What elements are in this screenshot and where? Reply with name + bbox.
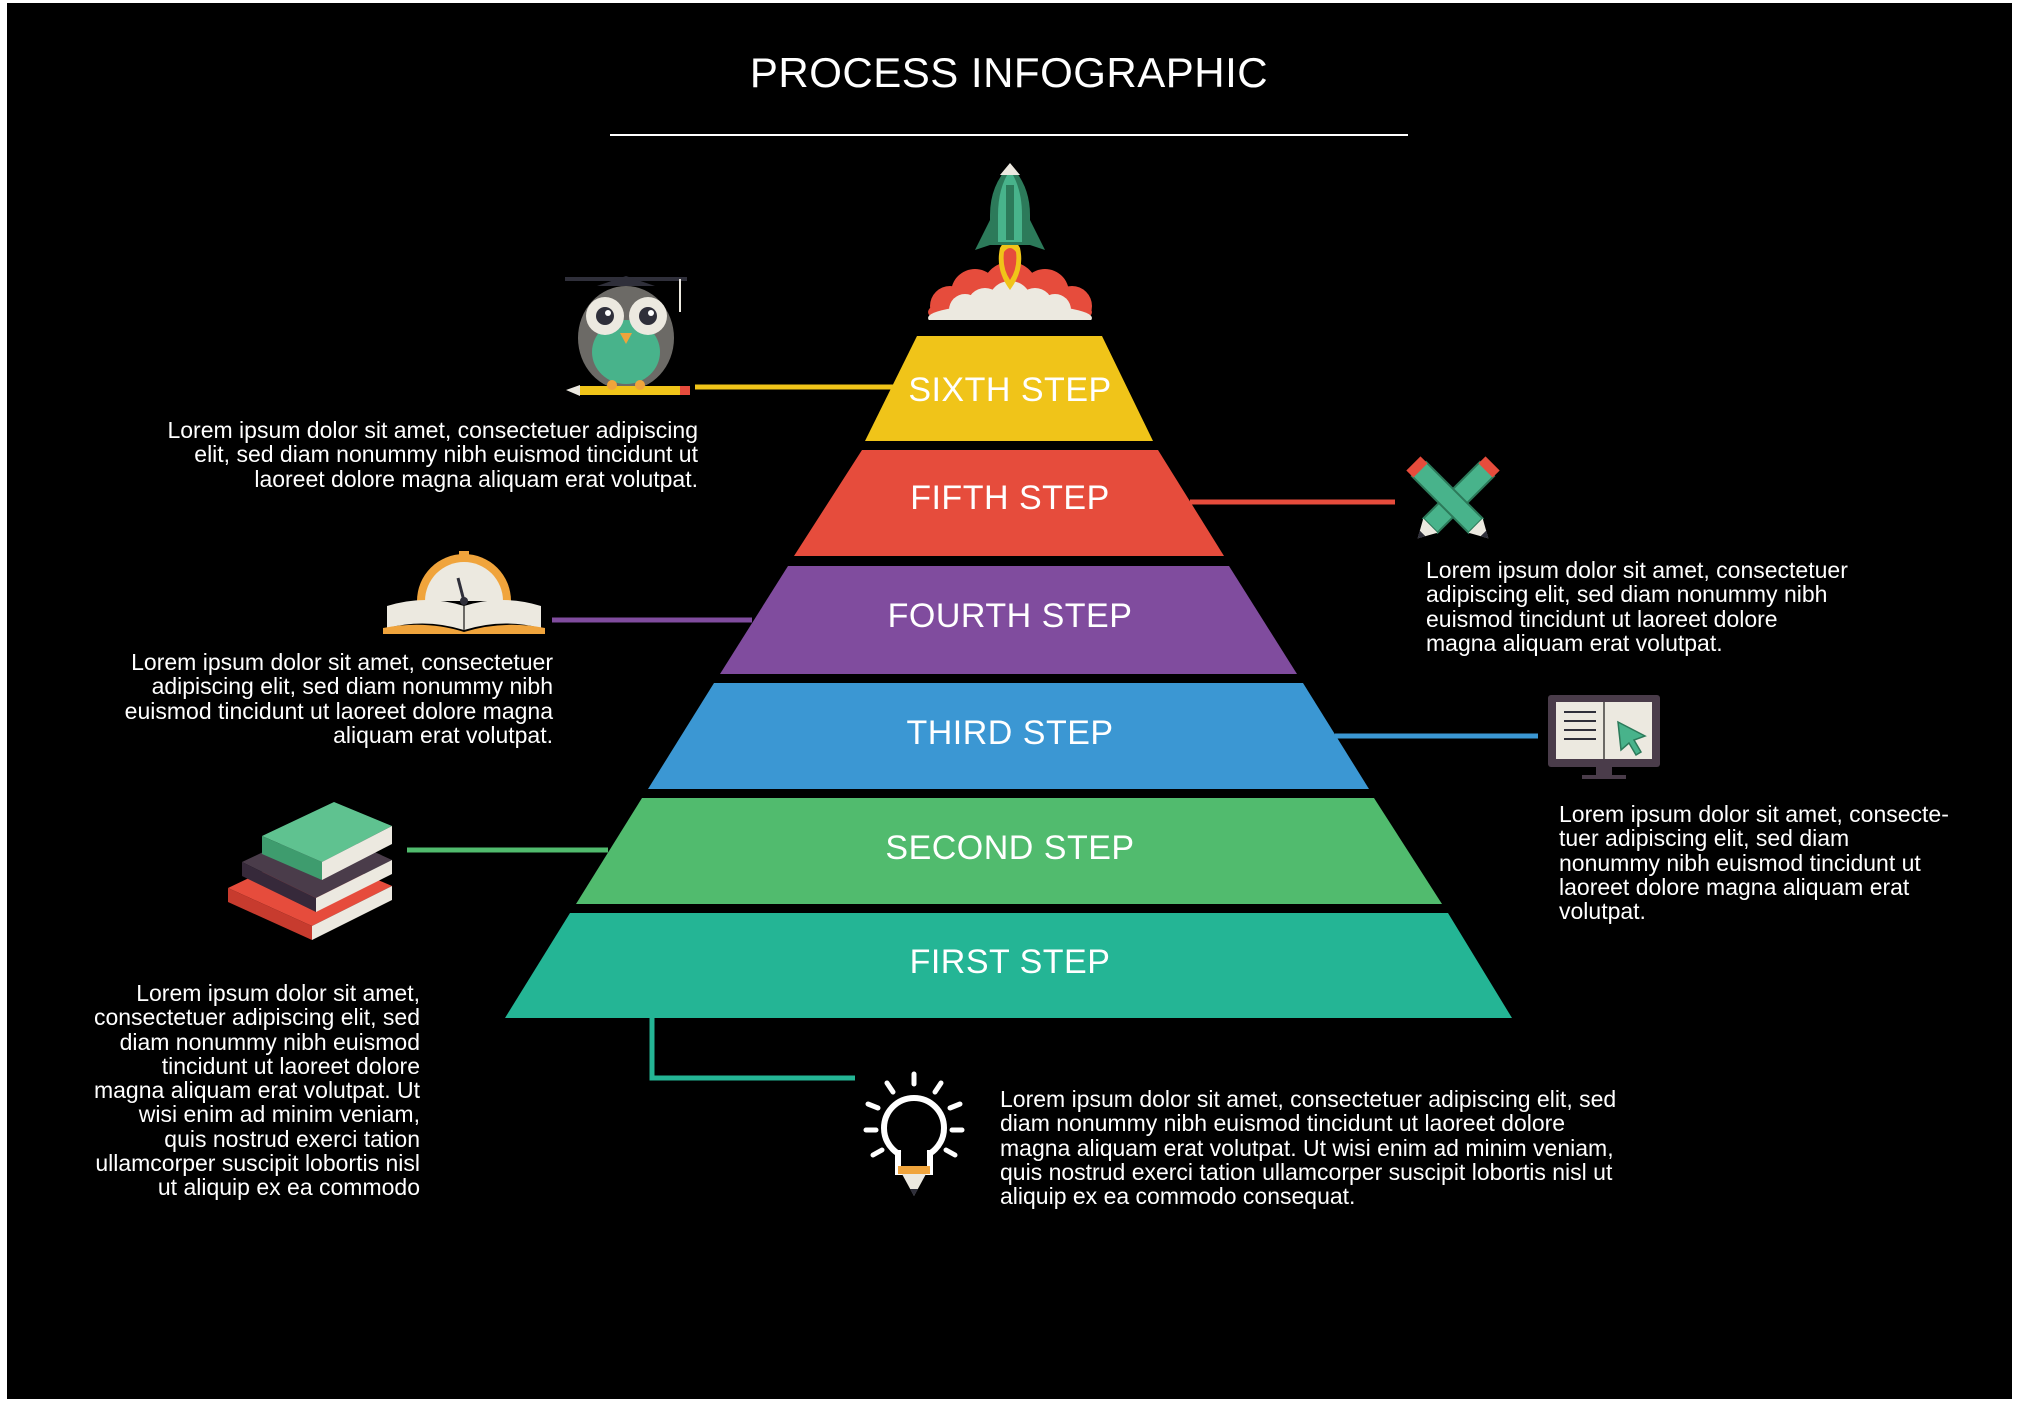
rocket-icon [925, 163, 1095, 332]
layer-fourth [720, 566, 1297, 674]
step-label-second: SECOND STEP [885, 829, 1135, 867]
monitor-book-icon [1548, 695, 1660, 779]
description-second: Lorem ipsum dolor sit amet, consectetuer… [93, 980, 420, 1201]
layer-third [648, 683, 1369, 789]
layer-second [576, 798, 1442, 904]
description-third: Lorem ipsum dolor sit amet, consecte- tu… [1559, 801, 1949, 925]
crossed-pencils-icon [1406, 456, 1500, 539]
book-clock-icon [383, 551, 545, 634]
step-label-third: THIRD STEP [906, 714, 1114, 752]
connector-first [649, 1018, 855, 1081]
pyramid [505, 336, 1512, 1018]
description-fifth: Lorem ipsum dolor sit amet, consectetuer… [1426, 557, 1848, 656]
lightbulb-icon [863, 1071, 965, 1196]
layer-sixth [865, 336, 1153, 441]
connectors [407, 384, 1538, 1081]
step-label-fifth: FIFTH STEP [910, 479, 1110, 517]
description-fourth: Lorem ipsum dolor sit amet, consectetuer… [124, 649, 553, 748]
description-sixth: Lorem ipsum dolor sit amet, consectetuer… [167, 417, 698, 492]
book-stack-icon [228, 802, 392, 940]
layer-first [505, 913, 1512, 1018]
step-label-first: FIRST STEP [909, 943, 1111, 981]
owl-graduate-icon [565, 276, 690, 396]
page-title: PROCESS INFOGRAPHIC [749, 49, 1269, 96]
step-label-sixth: SIXTH STEP [908, 371, 1112, 409]
step-label-fourth: FOURTH STEP [887, 597, 1133, 635]
layer-fifth [794, 450, 1224, 556]
description-first: Lorem ipsum dolor sit amet, consectetuer… [1000, 1086, 1617, 1210]
